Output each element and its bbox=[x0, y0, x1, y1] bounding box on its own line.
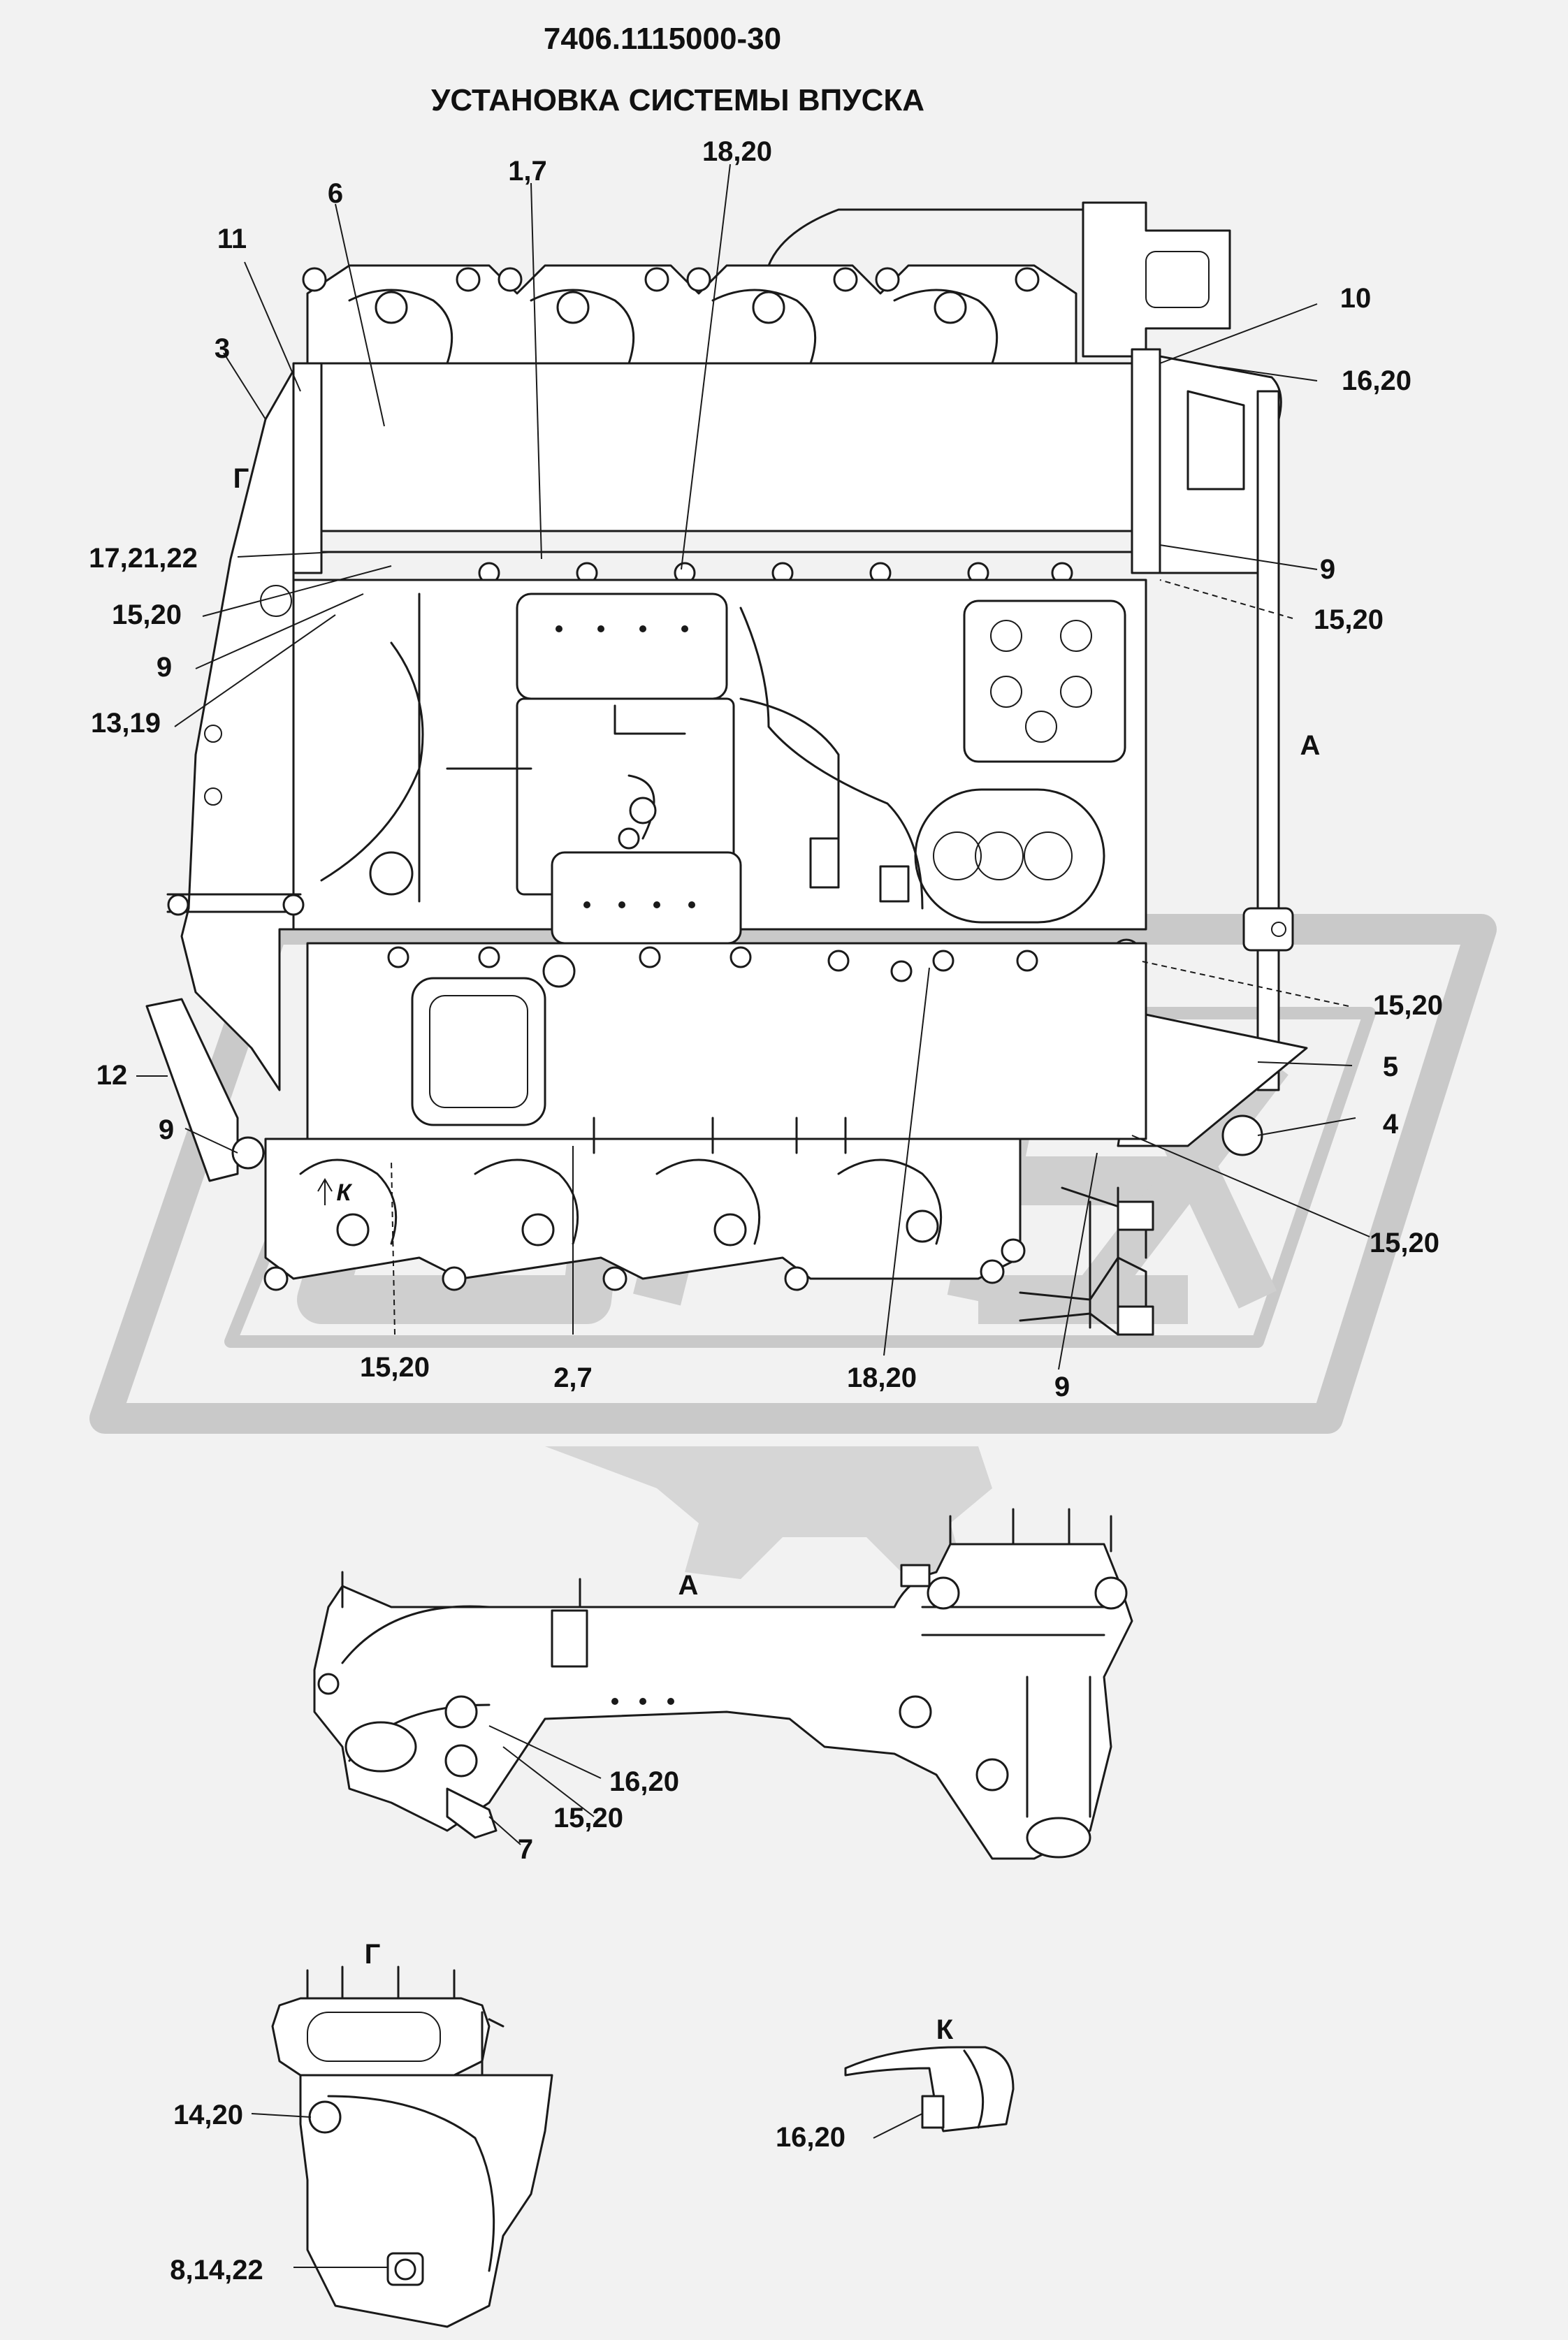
view-a-label-15-20: 15,20 bbox=[553, 1803, 623, 1833]
label-11: 11 bbox=[217, 224, 247, 254]
label-6: 6 bbox=[328, 178, 343, 209]
lower-flange bbox=[411, 977, 546, 1126]
view-g: Г 14,20 8,14,22 bbox=[170, 1939, 553, 2328]
view-a-bolts bbox=[317, 1576, 1128, 1792]
label-15-20-left: 15,20 bbox=[112, 599, 182, 630]
drawing-title: УСТАНОВКА СИСТЕМЫ ВПУСКА bbox=[431, 83, 924, 117]
view-g-label-8-14-22: 8,14,22 bbox=[170, 2255, 263, 2286]
injectors bbox=[593, 1117, 847, 1154]
label-1-7: 1,7 bbox=[508, 156, 547, 187]
label-18-20-top: 18,20 bbox=[702, 136, 772, 167]
upper-rail-bolts bbox=[478, 562, 1073, 584]
label-18-20-bottom: 18,20 bbox=[847, 1362, 917, 1393]
label-12: 12 bbox=[96, 1060, 128, 1091]
view-a-pipe bbox=[313, 1543, 1133, 1860]
label-15-20-bottom: 15,20 bbox=[360, 1352, 430, 1383]
label-15-20-mid: 15,20 bbox=[1373, 990, 1443, 1021]
label-3: 3 bbox=[215, 333, 230, 364]
label-4: 4 bbox=[1383, 1109, 1399, 1140]
control-block bbox=[963, 599, 1126, 763]
lower-rail-bolts bbox=[387, 946, 1038, 988]
view-a-label-7: 7 bbox=[518, 1834, 533, 1865]
view-k-label-16-20: 16,20 bbox=[776, 2122, 845, 2153]
label-A-main: А bbox=[1300, 730, 1321, 761]
view-k-arrow bbox=[317, 1178, 333, 1205]
view-g-body bbox=[299, 2074, 553, 2328]
label-9-lowleft: 9 bbox=[159, 1114, 174, 1145]
label-K-arrow: К bbox=[337, 1179, 353, 1206]
label-16-20-top: 16,20 bbox=[1342, 365, 1411, 396]
filter-housing bbox=[914, 788, 1105, 924]
upper-intake-pipe bbox=[306, 362, 1147, 532]
drawing-number: 7406.1115000-30 bbox=[544, 22, 781, 56]
label-13-19: 13,19 bbox=[91, 708, 161, 739]
view-k-title: К bbox=[936, 2014, 954, 2045]
view-a-label-16-20: 16,20 bbox=[609, 1766, 679, 1797]
label-2-7: 2,7 bbox=[553, 1362, 593, 1393]
fuel-pump bbox=[516, 593, 728, 700]
main-view-labels: 7406.1115000-30 УСТАНОВКА СИСТЕМЫ ВПУСКА… bbox=[89, 22, 1443, 1402]
label-9-left: 9 bbox=[157, 652, 172, 683]
main-engine-view bbox=[145, 201, 1308, 1336]
turbo-flange bbox=[1082, 201, 1231, 358]
view-k-part bbox=[844, 2046, 1015, 2132]
view-a: А 16,20 15,20 7 bbox=[313, 1508, 1133, 1865]
label-G: Г bbox=[233, 463, 249, 494]
view-a-studs bbox=[341, 1508, 1112, 1608]
right-long-pipe bbox=[1256, 390, 1280, 1091]
main-leader-lines bbox=[136, 163, 1370, 1370]
lower-head-bolts bbox=[263, 1209, 1026, 1291]
label-10: 10 bbox=[1340, 283, 1372, 314]
label-9-right: 9 bbox=[1320, 554, 1335, 585]
view-k: К 16,20 bbox=[776, 2014, 1015, 2153]
label-5: 5 bbox=[1383, 1052, 1398, 1082]
upper-head-bolts bbox=[302, 267, 1040, 324]
view-g-title: Г bbox=[365, 1939, 381, 1970]
view-a-title: А bbox=[678, 1570, 699, 1601]
label-17-21-22: 17,21,22 bbox=[89, 543, 198, 574]
label-15-20-right: 15,20 bbox=[1314, 604, 1384, 635]
view-g-flange bbox=[271, 1997, 491, 2077]
left-cover bbox=[180, 369, 295, 1091]
view-g-label-14-20: 14,20 bbox=[173, 2100, 243, 2130]
label-15-20-lowright: 15,20 bbox=[1370, 1228, 1439, 1258]
label-9-bottom: 9 bbox=[1054, 1372, 1070, 1402]
